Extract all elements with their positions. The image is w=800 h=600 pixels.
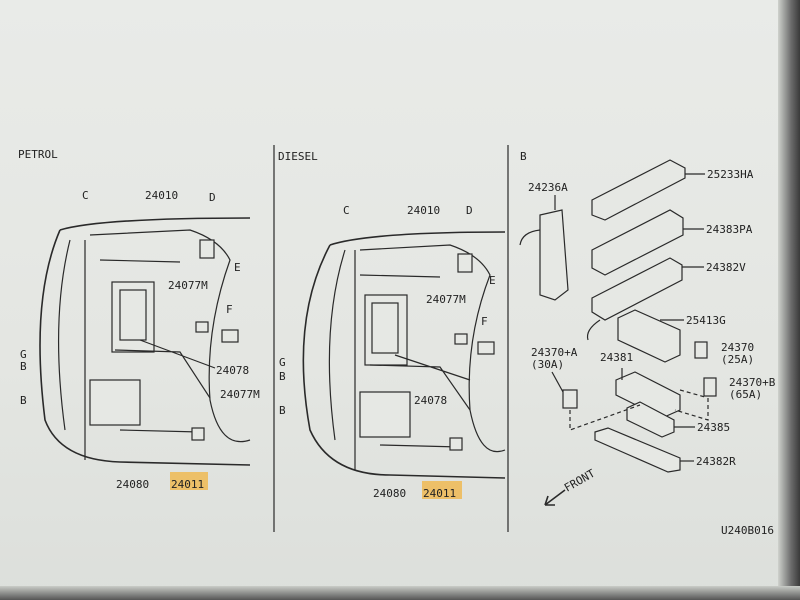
connector [449,437,463,451]
callout: F [226,303,233,316]
fuse-box-base [591,257,683,321]
junction-box [119,289,147,341]
highlight [422,481,462,499]
callout: 24077M [426,293,466,306]
callout: 24077M [168,279,208,292]
bracket [539,209,569,301]
callout: (30A) [531,358,564,371]
diagram-code: U240B016 [721,524,774,537]
callout: 24078 [414,394,447,407]
junction-box [371,302,399,354]
callout: D [209,191,216,204]
connector [191,427,205,441]
fuse-65a [703,377,717,397]
callout: E [234,261,241,274]
callout: (65A) [729,388,762,401]
bracket [89,379,141,426]
harness [359,244,506,453]
callout: 24078 [216,364,249,377]
callout: (25A) [721,353,754,366]
callout: 24383PA [706,223,753,236]
harness [354,250,471,470]
callout: 24370+B [729,376,776,389]
dash-outline [59,217,251,231]
panel-title: B [520,150,527,163]
connector [221,329,239,343]
callout: D [466,204,473,217]
panel-title: DIESEL [278,150,318,163]
callout: 24370 [721,341,754,354]
connector [477,341,495,355]
callout: 24385 [697,421,730,434]
callout: B [279,404,286,417]
fuse-box-lid [617,309,681,363]
fuse-25a [694,341,708,359]
callout: 24370+A [531,346,578,359]
callout: 24381 [600,351,633,364]
callout: B [20,360,27,373]
detail-b-panel: B 25233HA 24236A 24383PA 24382V 25413G 2… [519,150,776,537]
monitor-bezel [0,586,800,600]
fuse-30a [562,389,578,409]
callout: 24011 [423,487,456,500]
front-arrow-icon [544,489,566,506]
callout: 24080 [373,487,406,500]
callout: B [20,394,27,407]
dash-outline [302,244,506,479]
callout: 24010 [145,189,178,202]
callout: 25413G [686,314,726,327]
callout: 25233HA [707,168,754,181]
callout: B [279,370,286,383]
fuse-box-bottom [594,427,681,473]
fuse-block [615,371,681,419]
harness [84,240,216,460]
callout: 24236A [528,181,568,194]
callout: 24077M [220,388,260,401]
panel-title: PETROL [18,148,58,161]
callout: 24011 [171,478,204,491]
connector [457,253,473,273]
callout: F [481,315,488,328]
harness [57,239,71,431]
dash-outline [39,229,251,466]
harness [89,229,251,443]
connector [454,333,468,345]
dash-outline [329,231,506,246]
bracket [359,391,411,438]
fuse-holder [591,209,684,276]
fuse-box-cover [591,159,686,221]
highlight [170,472,208,490]
callout: E [489,274,496,287]
callout: 24382R [696,455,736,468]
diesel-panel: DIESEL 24010 C D E 24077M F G B 24078 B … [278,150,506,500]
callout: G [20,348,27,361]
callout: C [82,189,89,202]
callout: 24010 [407,204,440,217]
terminal [626,401,675,438]
callout: 24080 [116,478,149,491]
connector [195,321,209,333]
callout: 24382V [706,261,746,274]
callout: G [279,356,286,369]
connector [199,239,215,259]
monitor-bezel [778,0,800,600]
front-label: FRONT [562,467,598,495]
callout: C [343,204,350,217]
petrol-panel: PETROL 24010 C D E 24077M F G B 24078 24… [18,148,260,491]
harness [328,249,346,441]
